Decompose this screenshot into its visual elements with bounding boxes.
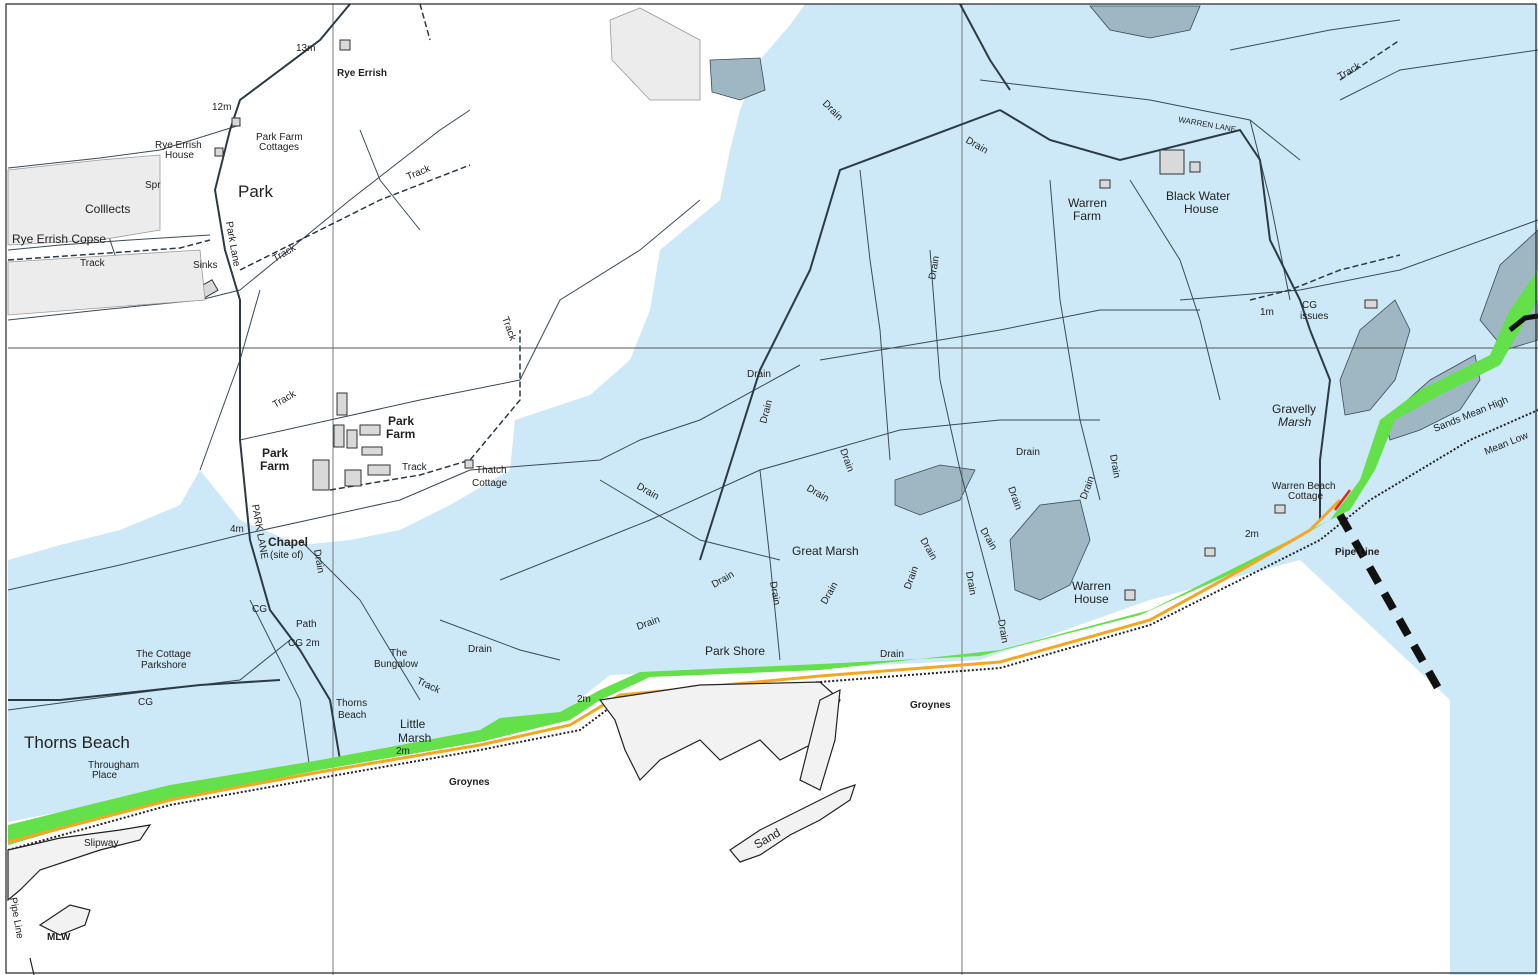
buildings: [197, 39, 1378, 601]
label-site-of: (site of): [270, 550, 303, 561]
label-track-4: Track: [499, 315, 518, 343]
label-4m: 4m: [230, 524, 244, 535]
label-drain-s: Drain: [767, 581, 782, 606]
label-2m-warren: 2m: [1245, 529, 1259, 540]
label-black-water-2: House: [1184, 202, 1219, 216]
label-warren-farm-2: Farm: [1073, 209, 1101, 223]
label-park-farm-w-1: Park: [262, 446, 288, 460]
label-black-water-1: Black Water: [1166, 189, 1230, 203]
shoreline-red-segment: [1334, 489, 1351, 511]
label-drain-p: Drain: [995, 619, 1010, 644]
label-track-farm: Track: [402, 462, 428, 473]
label-track-copse: Track: [80, 258, 106, 269]
label-park-farm-cottages-1: Park Farm: [256, 132, 303, 143]
label-park-shore: Park Shore: [705, 644, 765, 658]
label-park: Park: [238, 182, 273, 201]
label-groynes-2: Groynes: [910, 700, 951, 711]
label-the-cottage-1: The Cottage: [136, 649, 191, 660]
label-rye-errish-copse: Rye Errish Copse: [12, 232, 106, 246]
label-track-3: Track: [271, 388, 299, 410]
label-thatch-cottage-1: Thatch: [476, 465, 507, 476]
label-the-bungalow-2: Bungalow: [374, 659, 419, 670]
label-cg-2m: CG 2m: [288, 638, 320, 649]
label-drain-chapel: Drain: [311, 549, 326, 574]
field-boundaries: [7, 19, 1538, 771]
label-cg-issues-2: issues: [1300, 311, 1328, 322]
label-warren-beach-2: Cottage: [1288, 491, 1323, 502]
label-drain-d: Drain: [747, 369, 771, 380]
main-roads: [8, 3, 1332, 761]
label-warren-farm-1: Warren: [1068, 196, 1107, 210]
map-frame: [5, 3, 1537, 974]
label-thorns-beach-small-1: Thorns: [336, 698, 367, 709]
label-thatch-cottage-2: Cottage: [472, 478, 507, 489]
label-park-farm-e-1: Park: [388, 414, 414, 428]
label-mlw: MLW: [47, 932, 71, 943]
label-1m: 1m: [1260, 307, 1274, 318]
label-great-marsh: Great Marsh: [792, 544, 859, 558]
label-13m: 13m: [296, 43, 315, 54]
label-chapel: Chapel: [268, 535, 308, 549]
label-gravelly-1: Gravelly: [1272, 402, 1316, 416]
label-the-bungalow-1: The: [390, 648, 408, 659]
shoreline-green-band: [8, 270, 1538, 845]
label-groynes-1: Groynes: [449, 777, 490, 788]
label-pipe-line-w: Pipe Line: [7, 897, 25, 940]
pipe-line-east: [1336, 513, 1446, 697]
sand-banks: [7, 681, 856, 936]
label-2m-little: 2m: [396, 746, 410, 757]
label-track-1: Track: [405, 163, 433, 183]
label-cg-issues-1: CG: [1302, 300, 1317, 311]
label-park-farm-cottages-2: Cottages: [259, 142, 299, 153]
flood-zone-area: [8, 4, 1538, 975]
label-park-farm-w-2: Farm: [260, 459, 289, 473]
label-spr: Spr: [145, 180, 161, 191]
label-path: Path: [296, 619, 317, 630]
label-little-marsh-2: Marsh: [398, 731, 431, 745]
lake-warren-house: [1009, 499, 1091, 601]
label-gravelly-2: Marsh: [1278, 415, 1312, 429]
label-througham-2: Place: [92, 770, 117, 781]
label-park-lane: Park Lane: [223, 221, 242, 268]
label-collects: Colllects: [85, 202, 130, 216]
label-pipe-line-e: Pipe Line: [1335, 547, 1380, 558]
pipe-line-ne: [1508, 313, 1538, 332]
label-park-farm-e-2: Farm: [386, 427, 415, 441]
sea-wall: [7, 409, 1538, 851]
pipe-line-west: [29, 957, 35, 975]
label-12m: 12m: [212, 102, 231, 113]
lake-gravelly-1: [1339, 299, 1411, 416]
label-the-cottage-2: Parkshore: [141, 660, 187, 671]
label-drain-shore: Drain: [880, 649, 904, 660]
label-drain-l: Drain: [1107, 454, 1122, 479]
label-sinks: Sinks: [193, 260, 217, 271]
label-thorns-beach: Thorns Beach: [24, 733, 130, 752]
label-drain-c: Drain: [927, 255, 942, 280]
label-rye-errish: Rye Errish: [337, 68, 387, 79]
label-warren-beach-1: Warren Beach: [1272, 481, 1336, 492]
label-drain-i: Drain: [1016, 447, 1040, 458]
label-througham-1: Througham: [88, 760, 139, 771]
label-2m-shore: 2m: [577, 694, 591, 705]
label-cg-cottage: CG: [138, 697, 153, 708]
label-little-marsh-1: Little: [400, 717, 426, 731]
label-drain-bungalow: Drain: [468, 644, 492, 655]
woodland: [7, 7, 701, 316]
label-drain-o: Drain: [963, 571, 978, 596]
tracks: [7, 3, 1401, 491]
pond-north: [709, 57, 766, 101]
label-rye-errish-house-2: House: [165, 150, 194, 161]
label-warren-house-1: Warren: [1072, 579, 1111, 593]
label-rye-errish-house-1: Rye Errish: [155, 140, 202, 151]
pond-drain: [894, 464, 976, 516]
lake-black-water: [1089, 5, 1201, 39]
label-warren-house-2: House: [1074, 592, 1109, 606]
label-cg-1: CG: [252, 604, 267, 615]
label-slipway: Slipway: [84, 838, 118, 849]
label-thorns-beach-small-2: Beach: [338, 710, 366, 721]
